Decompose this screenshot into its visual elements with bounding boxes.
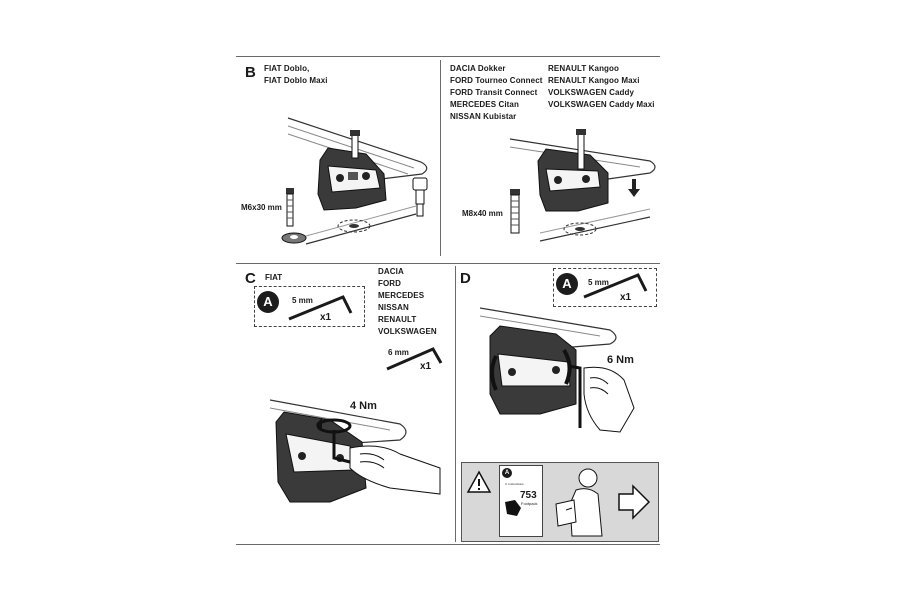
model-line: FIAT Doblo, xyxy=(264,64,310,73)
bolt-label-m8x40: M8x40 mm xyxy=(462,209,503,218)
hex-key-icon xyxy=(288,295,353,321)
model-line: NISSAN Kubistar xyxy=(450,112,517,121)
arrow-right-icon xyxy=(618,484,651,520)
torque-label-4nm: 4 Nm xyxy=(350,400,377,412)
section-b-models-col1: DACIA Dokker FORD Tourneo Connect FORD T… xyxy=(450,63,543,123)
footpack-silhouette-icon xyxy=(505,500,521,516)
section-b-right-illustration xyxy=(509,129,656,242)
tool2-size-label: 6 mm xyxy=(388,348,409,357)
model-line: MERCEDES Citan xyxy=(450,100,519,109)
tool2-qty-label: x1 xyxy=(420,361,432,372)
booklet-badge-a: A xyxy=(502,468,512,478)
tool-qty-label: x1 xyxy=(320,312,332,323)
torque-label-6nm: 6 Nm xyxy=(607,354,634,366)
section-b-letter: B xyxy=(245,64,256,81)
section-b-left-models: FIAT Doblo, FIAT Doblo Maxi xyxy=(264,63,328,87)
section-b-models-col2: RENAULT Kangoo RENAULT Kangoo Maxi VOLKS… xyxy=(548,63,655,111)
model-line: FORD Tourneo Connect xyxy=(450,76,543,85)
tool-size-label: 5 mm xyxy=(588,278,609,287)
top-rule xyxy=(236,56,660,57)
tool-badge-a: A xyxy=(257,291,279,313)
divider-b-vertical xyxy=(440,60,441,256)
hex-key-6mm-icon xyxy=(386,347,443,371)
model-line: VOLKSWAGEN Caddy Maxi xyxy=(548,100,655,109)
model-line: MERCEDES xyxy=(378,291,425,300)
section-c-illustration xyxy=(269,399,441,503)
section-c-tool-box xyxy=(254,286,365,327)
booklet-sub: Footpack xyxy=(521,501,538,506)
tool-badge-a: A xyxy=(556,273,578,295)
person-reading-icon xyxy=(555,468,603,537)
model-line: VOLKSWAGEN xyxy=(378,327,437,336)
section-d-tool-box xyxy=(553,268,657,307)
section-c-letter: C xyxy=(245,270,256,287)
booklet-number: 753 xyxy=(520,490,537,501)
section-b-left-illustration xyxy=(281,117,428,245)
divider-cd-vertical xyxy=(455,266,456,542)
model-line: DACIA Dokker xyxy=(450,64,506,73)
section-d-letter: D xyxy=(460,270,471,287)
model-line: RENAULT xyxy=(378,315,417,324)
bolt-label-m6x30: M6x30 mm xyxy=(241,203,282,212)
model-line: FORD Transit Connect xyxy=(450,88,538,97)
divider-horizontal-mid xyxy=(236,263,660,264)
model-line: NISSAN xyxy=(378,303,409,312)
model-line: VOLKSWAGEN Caddy xyxy=(548,88,635,97)
section-c-models: DACIA FORD MERCEDES NISSAN RENAULT VOLKS… xyxy=(378,266,437,338)
section-c-brand: FIAT xyxy=(265,273,283,282)
section-d-illustration xyxy=(479,307,635,433)
hex-key-icon xyxy=(583,273,648,299)
model-line: DACIA xyxy=(378,267,404,276)
model-line: FIAT Doblo Maxi xyxy=(264,76,328,85)
model-line: FORD xyxy=(378,279,402,288)
model-line: RENAULT Kangoo Maxi xyxy=(548,76,640,85)
tool-size-label: 5 mm xyxy=(292,296,313,305)
tool-qty-label: x1 xyxy=(620,292,632,303)
booklet-title: 3. Instructions xyxy=(505,482,524,486)
warning-triangle-icon xyxy=(466,470,492,493)
bottom-rule xyxy=(236,544,660,545)
model-line: RENAULT Kangoo xyxy=(548,64,620,73)
